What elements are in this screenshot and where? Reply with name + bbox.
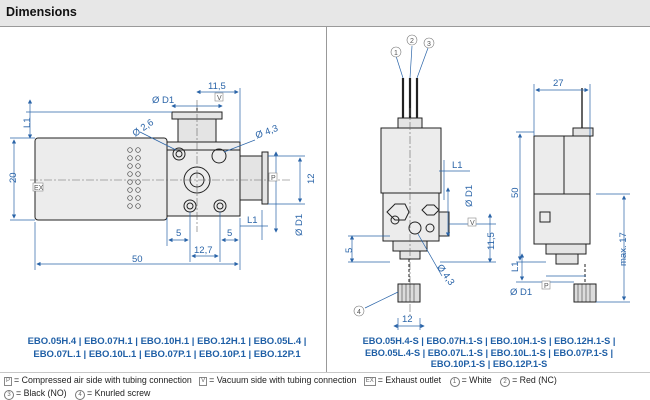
dim-l1-b: L1 (510, 261, 521, 272)
dim-l1-bottom: L1 (247, 215, 258, 226)
dim-length-50: 50 (132, 254, 143, 265)
left-port-labels: V P EX (32, 92, 278, 192)
section-title: Dimensions (6, 5, 77, 19)
legend-row-1: P= Compressed air side with tubing conne… (4, 375, 644, 387)
label-vacuum-side: V (217, 95, 222, 102)
dim-twelve: 12 (402, 314, 413, 325)
dim-five-b: 5 (227, 228, 232, 239)
label-pressure-side: P (271, 175, 276, 182)
legend-c4: 4 (75, 390, 86, 400)
left-dimensions (10, 88, 305, 270)
callout-2: 2 (410, 38, 414, 45)
dim-max-17: max. 17 (618, 232, 629, 266)
left-model-line-2: EBO.07L.1 | EBO.10L.1 | EBO.07P.1 | EBO.… (33, 348, 301, 360)
legend-row-2: 3= Black (NO) 4= Knurled screw (4, 388, 644, 400)
legend-ex-text: = Exhaust outlet (377, 375, 442, 385)
dim-spacing-12-7: 12,7 (194, 245, 213, 256)
right-port-labels: V P (467, 217, 551, 290)
legend-c1: 1 (449, 377, 460, 387)
right-front-view (380, 78, 450, 318)
knurled-screw (397, 283, 421, 303)
callout-4: 4 (357, 309, 361, 316)
dim-l1-a: L1 (452, 160, 463, 171)
dim-port-diameter: Ø 4,3 (254, 123, 280, 141)
dim-l1-top: L1 (22, 117, 33, 128)
dim-port-height-12: 12 (306, 173, 317, 184)
dim-five: 5 (344, 248, 355, 253)
legend-c2-text: = Red (NC) (512, 375, 557, 385)
legend-p-box: P (4, 377, 13, 386)
port-hole (211, 148, 227, 164)
right-callouts: 1 2 3 4 (353, 34, 435, 317)
view-divider (326, 27, 327, 372)
label-exhaust: EX (34, 185, 44, 192)
dim-hole-diameter: Ø 2,6 (131, 117, 156, 139)
mount-hole-top (172, 147, 186, 161)
legend-v-box: V (199, 377, 208, 386)
section-header: Dimensions (0, 0, 650, 27)
right-model-list: EBO.05H.4-S | EBO.07H.1-S | EBO.10H.1-S … (330, 336, 648, 371)
left-view (30, 100, 290, 232)
dim-width-27: 27 (553, 78, 564, 89)
dim-height-20: 20 (8, 172, 19, 183)
label-pressure-side-right: P (544, 283, 549, 290)
right-model-line-1: EBO.05H.4-S | EBO.07H.1-S | EBO.10H.1-S … (362, 336, 616, 346)
right-model-line-3: EBO.10P.1-S | EBO.12P.1-S (430, 359, 548, 369)
side-coil (533, 135, 591, 195)
ejector-body (34, 137, 168, 221)
label-vacuum-side-right: V (470, 220, 475, 227)
legend-v-text: = Vacuum side with tubing connection (209, 375, 357, 385)
dim-d1: Ø D1 (464, 185, 475, 207)
dim-d1-top: Ø D1 (152, 95, 174, 106)
legend: P= Compressed air side with tubing conne… (0, 372, 650, 400)
legend-c3-text: = Black (NO) (16, 388, 67, 398)
dim-d1-b: Ø D1 (510, 287, 532, 298)
dim-d1-width: 11,5 (208, 81, 226, 92)
right-model-line-2: EBO.05L.4-S | EBO.07L.1-S | EBO.10L.1-S … (364, 347, 614, 358)
silencer-dots (127, 147, 141, 209)
legend-c1-text: = White (461, 375, 492, 385)
right-side-view (533, 88, 597, 303)
left-model-list: EBO.05H.4 | EBO.07H.1 | EBO.10H.1 | EBO.… (8, 336, 326, 361)
legend-c4-text: = Knurled screw (87, 388, 151, 398)
callout-3: 3 (427, 41, 431, 48)
left-model-line-1: EBO.05H.4 | EBO.07H.1 | EBO.10H.1 | EBO.… (27, 336, 307, 347)
legend-p-text: = Compressed air side with tubing connec… (14, 375, 192, 385)
pressure-fitting (239, 155, 263, 201)
coil-body (380, 127, 442, 194)
legend-c3: 3 (4, 390, 14, 400)
dim-five-a: 5 (176, 228, 181, 239)
dim-eleven-5: 11,5 (486, 232, 497, 250)
dim-diameter-4-3: Ø 4,3 (434, 262, 456, 287)
dim-d1-side: Ø D1 (294, 214, 305, 236)
callout-1: 1 (394, 50, 398, 57)
dimension-drawing: Ø D1 11,5 L1 Ø 2,6 Ø 4,3 20 12 Ø D1 L1 5… (8, 34, 630, 330)
right-dimension-labels: L1 Ø D1 5 11,5 Ø 4,3 12 27 50 max. 17 L1… (344, 78, 629, 325)
legend-c2: 2 (500, 377, 511, 387)
legend-ex-box: EX (363, 377, 376, 386)
dim-height-50: 50 (510, 187, 521, 198)
